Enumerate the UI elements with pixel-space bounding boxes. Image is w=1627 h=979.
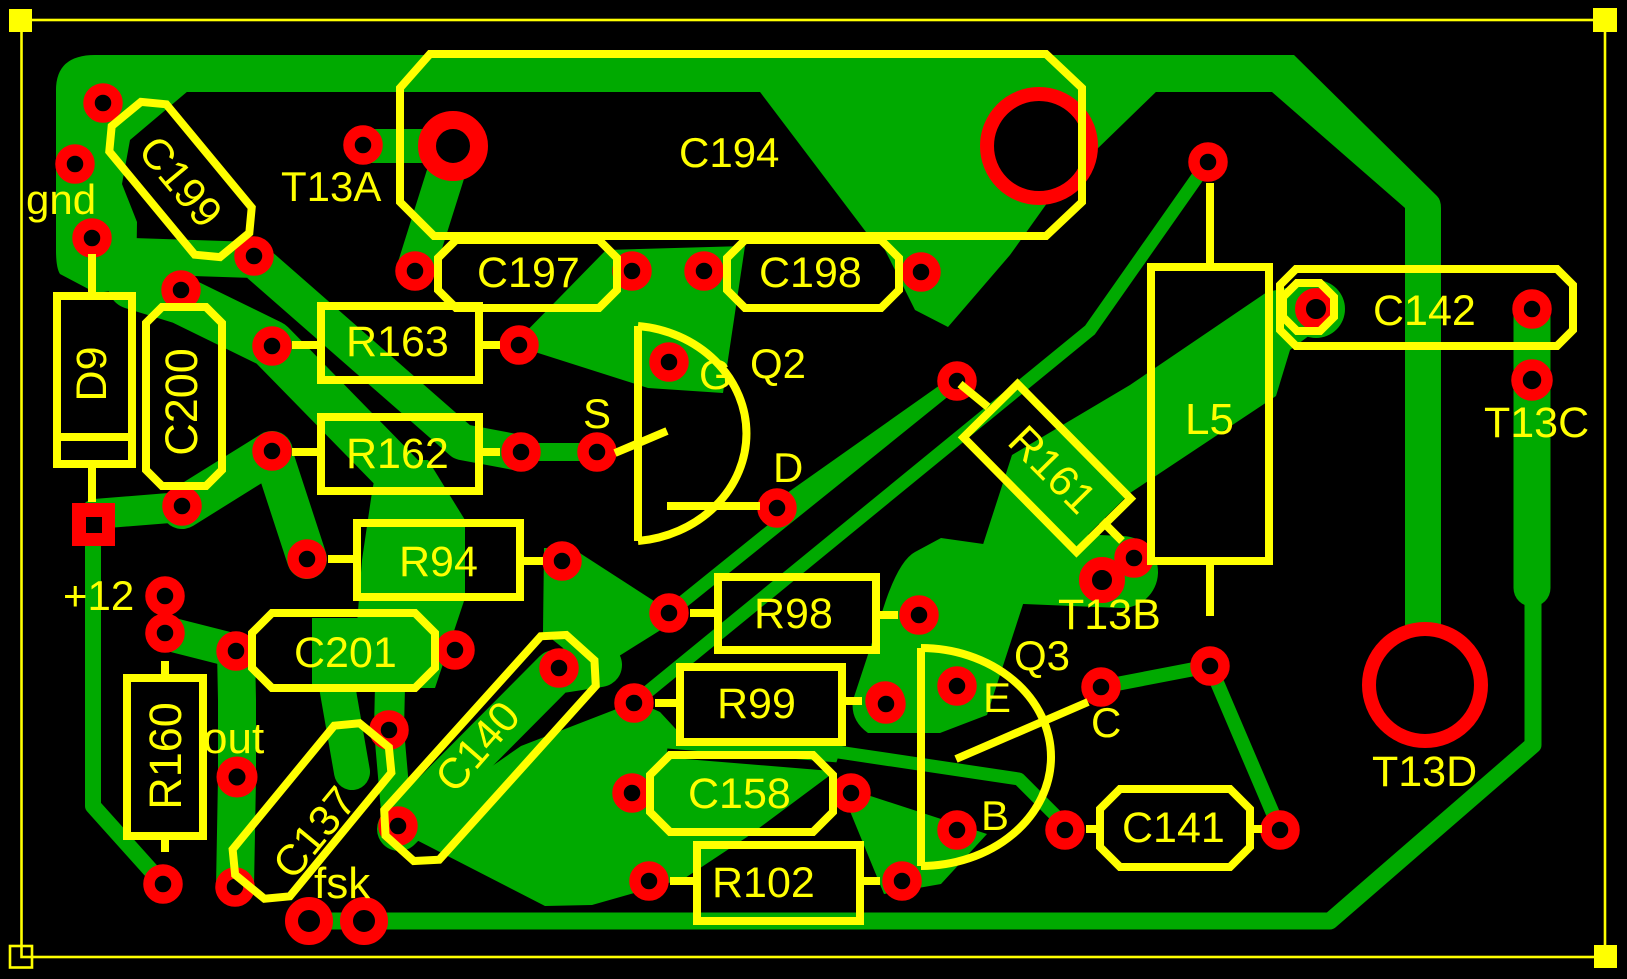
svg-text:S: S bbox=[583, 390, 611, 437]
svg-text:Q2: Q2 bbox=[750, 340, 806, 387]
svg-text:L5: L5 bbox=[1185, 395, 1234, 444]
svg-text:C141: C141 bbox=[1122, 804, 1225, 852]
svg-text:+12: +12 bbox=[63, 572, 134, 619]
svg-text:C200: C200 bbox=[156, 348, 207, 456]
svg-text:R102: R102 bbox=[712, 859, 815, 907]
svg-text:D: D bbox=[773, 444, 803, 491]
svg-text:R98: R98 bbox=[754, 590, 833, 638]
svg-text:T13D: T13D bbox=[1372, 748, 1477, 796]
svg-text:T13A: T13A bbox=[281, 163, 381, 210]
svg-text:R163: R163 bbox=[346, 318, 449, 366]
svg-text:C194: C194 bbox=[679, 129, 779, 176]
svg-text:C197: C197 bbox=[477, 249, 580, 297]
svg-text:C158: C158 bbox=[688, 770, 791, 818]
svg-text:fsk: fsk bbox=[314, 859, 371, 908]
svg-text:Q3: Q3 bbox=[1014, 632, 1070, 679]
svg-text:out: out bbox=[203, 714, 264, 763]
svg-text:C201: C201 bbox=[294, 629, 397, 677]
svg-text:C: C bbox=[1091, 699, 1121, 746]
svg-text:gnd: gnd bbox=[26, 176, 96, 223]
svg-text:T13B: T13B bbox=[1058, 591, 1161, 639]
svg-text:R99: R99 bbox=[717, 680, 796, 728]
svg-text:D9: D9 bbox=[68, 347, 116, 402]
svg-text:G: G bbox=[699, 351, 732, 398]
svg-text:T13C: T13C bbox=[1484, 399, 1589, 447]
svg-text:E: E bbox=[983, 674, 1011, 721]
svg-text:C198: C198 bbox=[759, 249, 862, 297]
svg-text:C142: C142 bbox=[1373, 287, 1476, 335]
svg-text:B: B bbox=[981, 792, 1009, 839]
svg-text:R160: R160 bbox=[140, 702, 191, 810]
svg-text:R94: R94 bbox=[399, 538, 478, 586]
svg-text:R162: R162 bbox=[346, 430, 449, 478]
